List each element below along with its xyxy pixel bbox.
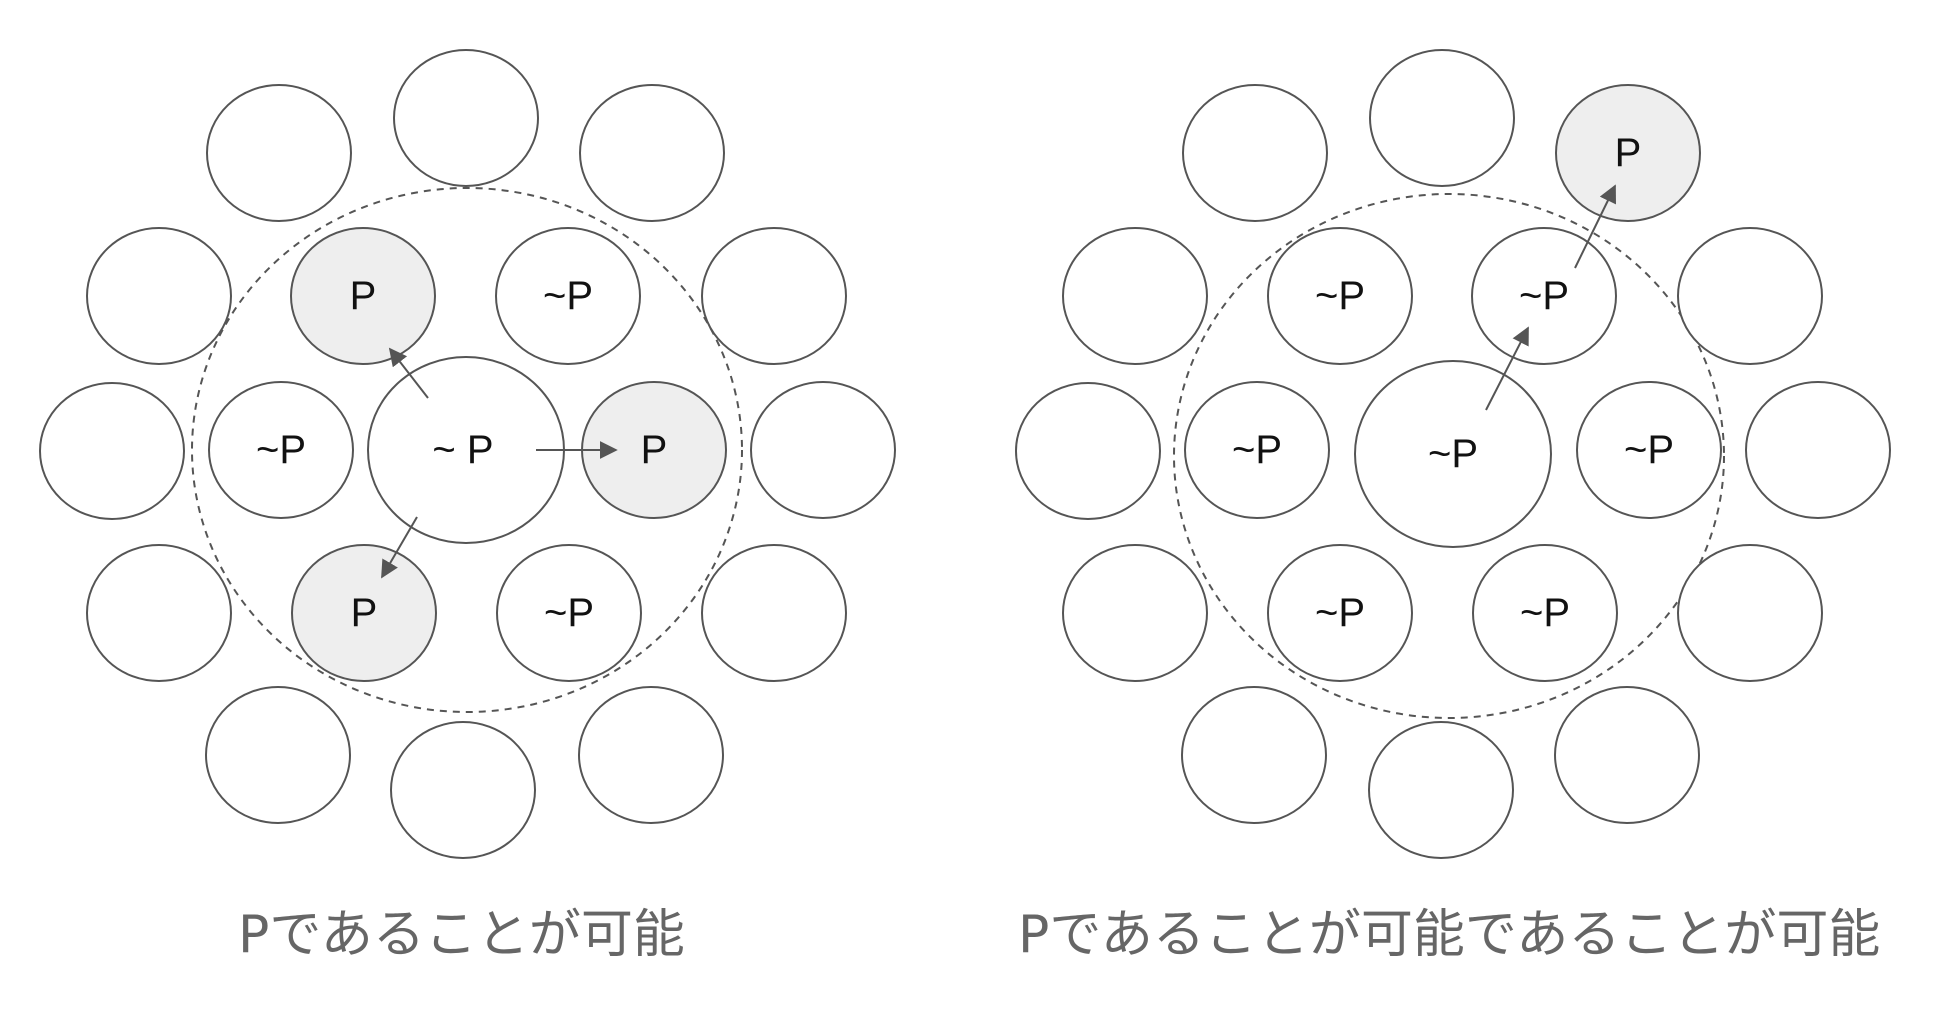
inner-world: P: [290, 227, 436, 365]
accessibility-arrow: [388, 347, 429, 399]
outer-world: [205, 686, 351, 824]
world-circle: [1555, 84, 1701, 222]
right-diagram: P ~P ~P ~P ~P ~P ~P ~P: [1015, 49, 1891, 859]
outer-world: [750, 381, 896, 519]
outer-world: [1745, 381, 1891, 519]
left-caption: Pであることが可能: [238, 905, 685, 965]
world-circle: [208, 381, 354, 519]
outer-world: [1368, 721, 1514, 859]
inner-world: P: [581, 381, 727, 519]
outer-world: [1181, 686, 1327, 824]
world-circle: [1184, 381, 1330, 519]
world-label: ~ P: [432, 428, 493, 472]
outer-world: [701, 544, 847, 682]
world-circle: [1354, 360, 1552, 548]
outer-world: [701, 227, 847, 365]
world-label: ~P: [1315, 274, 1365, 318]
world-label: P: [351, 591, 378, 635]
inner-world: ~P: [1471, 227, 1617, 365]
world-label: P: [350, 274, 377, 318]
world-label: ~P: [1428, 432, 1478, 476]
outer-world: [1062, 544, 1208, 682]
outer-world: [206, 84, 352, 222]
world-label: ~P: [1520, 591, 1570, 635]
world-circle: [1471, 227, 1617, 365]
right-caption: Pであることが可能であることが可能: [1018, 905, 1881, 965]
inner-world: ~P: [208, 381, 354, 519]
outer-world: [1369, 49, 1515, 187]
accessible-worlds-boundary: [191, 187, 743, 713]
current-world: ~ P: [367, 356, 565, 544]
outer-world: [390, 721, 536, 859]
world-label: ~P: [1232, 428, 1282, 472]
outer-world: [86, 544, 232, 682]
outer-world: [579, 84, 725, 222]
world-circle: [291, 544, 437, 682]
outer-world: [1554, 686, 1700, 824]
accessible-worlds-boundary: [1173, 193, 1725, 719]
outer-world: [1677, 227, 1823, 365]
outer-world: [1677, 544, 1823, 682]
world-label: ~P: [543, 274, 593, 318]
world-circle: [1576, 381, 1722, 519]
reachable-p-world: P: [1555, 84, 1701, 222]
current-world: ~P: [1354, 360, 1552, 548]
world-circle: [1472, 544, 1618, 682]
world-label: P: [641, 428, 668, 472]
inner-world: ~P: [1267, 227, 1413, 365]
outer-world: [578, 686, 724, 824]
world-label: ~P: [1315, 591, 1365, 635]
outer-world: [1182, 84, 1328, 222]
inner-world: ~P: [1184, 381, 1330, 519]
inner-world: ~P: [1576, 381, 1722, 519]
accessibility-arrow: [381, 516, 418, 579]
world-label: ~P: [1519, 274, 1569, 318]
left-diagram: P ~P ~P P P ~P ~ P: [39, 49, 896, 859]
inner-world: P: [291, 544, 437, 682]
outer-world: [39, 382, 185, 520]
inner-world: ~P: [495, 227, 641, 365]
inner-world: ~P: [1267, 544, 1413, 682]
world-circle: [290, 227, 436, 365]
accessibility-arrow: [1485, 326, 1529, 411]
world-label: ~P: [1624, 428, 1674, 472]
world-circle: [496, 544, 642, 682]
inner-world: ~P: [496, 544, 642, 682]
accessibility-arrow: [1574, 184, 1616, 269]
outer-world: [393, 49, 539, 187]
world-circle: [1267, 227, 1413, 365]
world-label: P: [1615, 131, 1642, 175]
world-label: ~P: [544, 591, 594, 635]
outer-world: [86, 227, 232, 365]
inner-world: ~P: [1472, 544, 1618, 682]
world-circle: [1267, 544, 1413, 682]
outer-world: [1062, 227, 1208, 365]
outer-world: [1015, 382, 1161, 520]
world-label: ~P: [256, 428, 306, 472]
world-circle: [495, 227, 641, 365]
